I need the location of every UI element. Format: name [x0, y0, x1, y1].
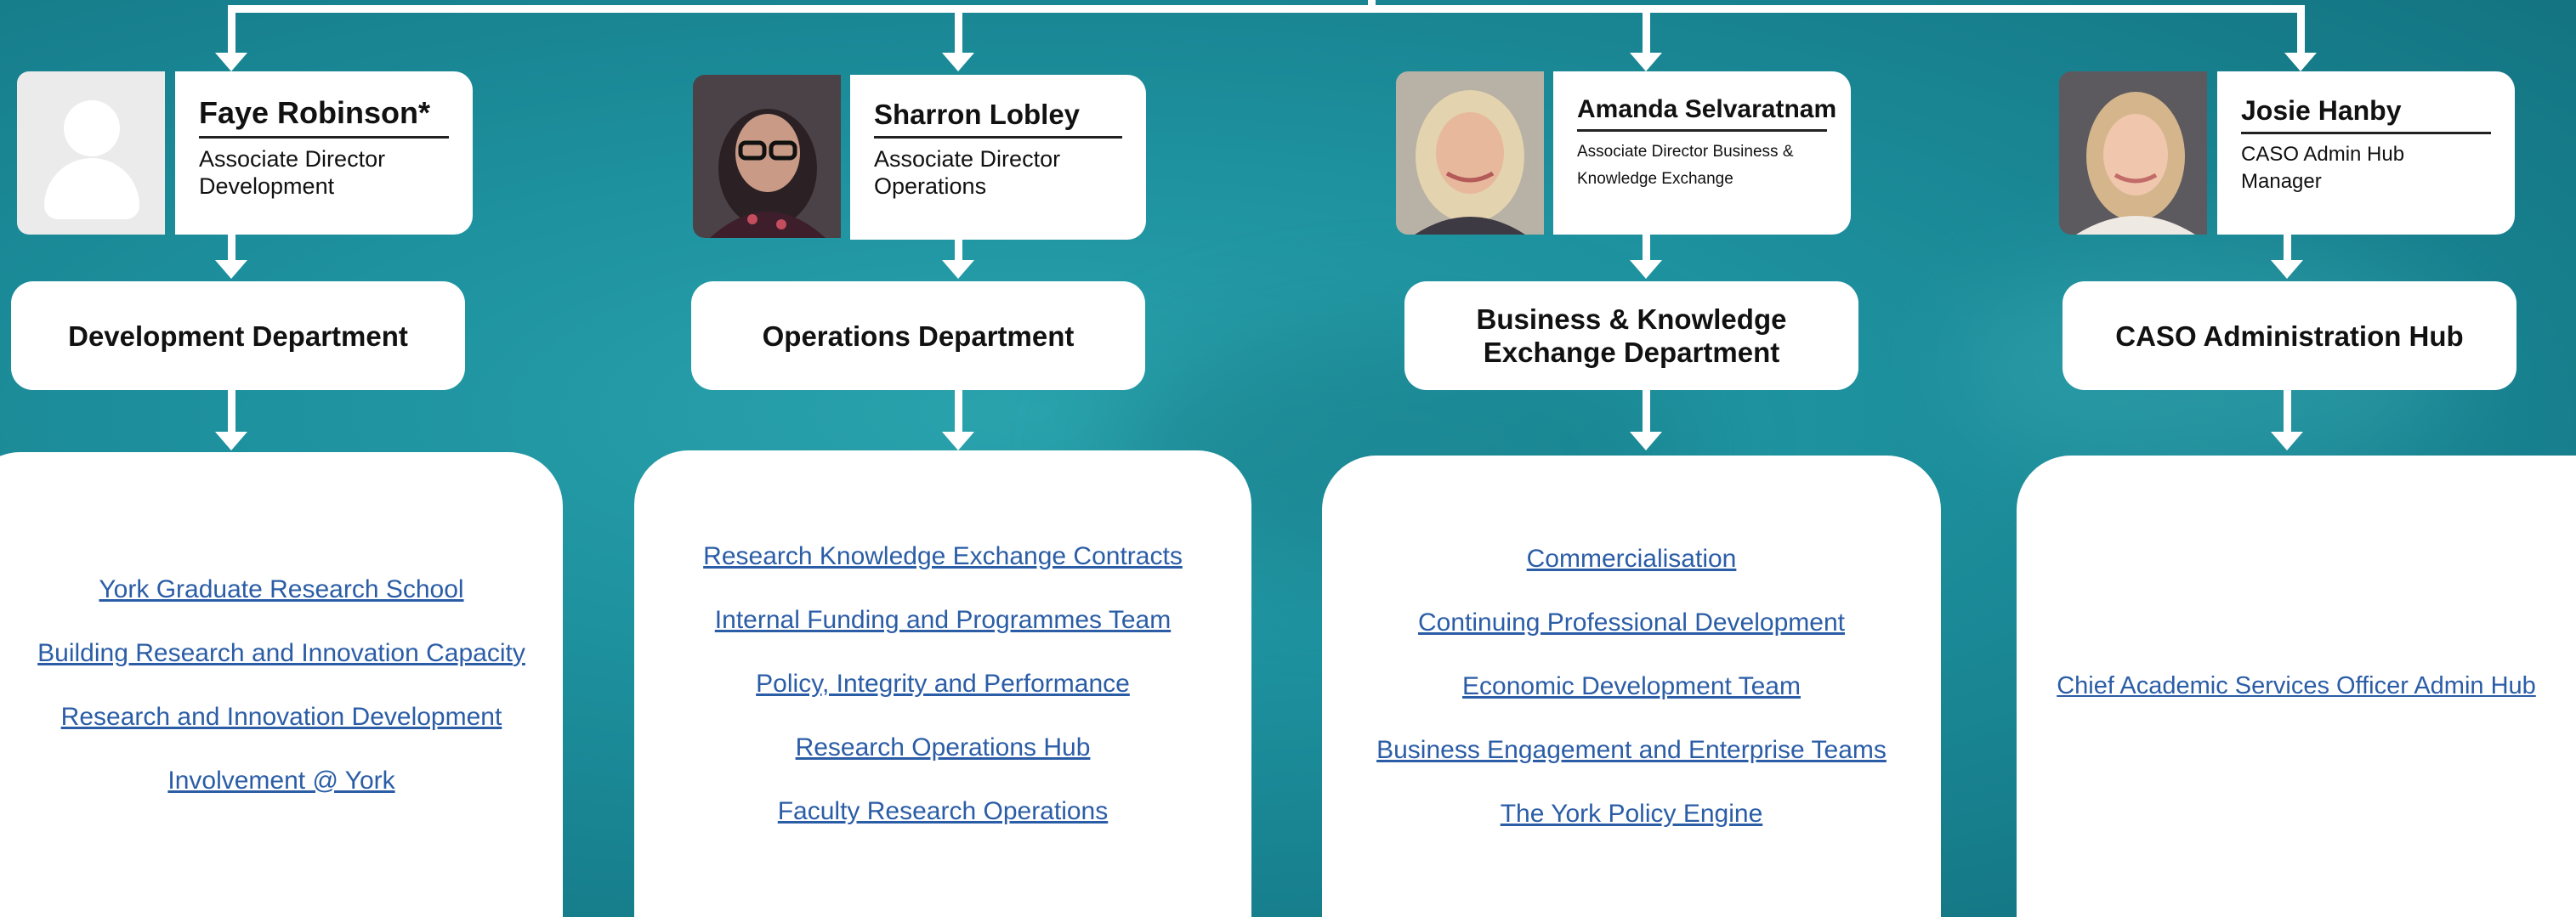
team-link[interactable]: Involvement @ York — [167, 766, 395, 795]
team-list-box: Commercialisation Continuing Professiona… — [1322, 456, 1941, 917]
top-horizontal-connector — [228, 5, 2304, 13]
team-link[interactable]: Policy, Integrity and Performance — [756, 670, 1130, 698]
arrow-down-icon — [1630, 260, 1662, 279]
connector-line — [228, 390, 235, 434]
portrait-image — [1396, 71, 1544, 235]
person-role: CASO Admin Hub Manager — [2241, 141, 2491, 195]
role-line: Operations — [874, 173, 987, 199]
team-link[interactable]: Chief Academic Services Officer Admin Hu… — [2057, 672, 2536, 699]
role-line: Associate Director — [874, 146, 1061, 172]
person-card: Amanda Selvaratnam Associate Director Bu… — [1553, 71, 1851, 235]
team-list-box: Chief Academic Services Officer Admin Hu… — [2017, 456, 2576, 917]
department-title-line: Business & Knowledge — [1476, 303, 1787, 335]
department-title-line: Exchange Department — [1483, 337, 1780, 368]
team-list-box: York Graduate Research School Building R… — [0, 452, 563, 917]
person-name: Sharron Lobley — [874, 99, 1122, 139]
department-title-line: Development Department — [68, 320, 408, 352]
top-root-connector — [1368, 0, 1376, 8]
department-box: Business & Knowledge Exchange Department — [1404, 281, 1858, 390]
person-photo — [2059, 71, 2207, 235]
arrow-down-icon — [1630, 53, 1662, 71]
arrow-down-icon — [215, 260, 247, 279]
role-line: Associate Director Business & — [1577, 143, 1794, 161]
department-title: Business & Knowledge Exchange Department — [1477, 303, 1787, 369]
team-link[interactable]: Faculty Research Operations — [777, 797, 1109, 825]
connector-line — [955, 390, 962, 434]
department-title: CASO Administration Hub — [2115, 320, 2463, 353]
person-card: Josie Hanby CASO Admin Hub Manager — [2217, 71, 2515, 235]
person-role: Associate Director Business & Knowledge … — [1577, 139, 1827, 193]
department-box: Operations Department — [691, 281, 1145, 390]
person-name: Josie Hanby — [2241, 95, 2491, 134]
arrow-down-icon — [942, 432, 974, 450]
person-name: Faye Robinson* — [199, 95, 449, 139]
person-name: Amanda Selvaratnam — [1577, 95, 1836, 132]
team-link[interactable]: Internal Funding and Programmes Team — [714, 606, 1172, 634]
department-box: Development Department — [11, 281, 465, 390]
team-link[interactable]: Commercialisation — [1526, 545, 1737, 573]
department-title-line: CASO Administration Hub — [2115, 320, 2464, 352]
team-link[interactable]: Research Knowledge Exchange Contracts — [703, 542, 1183, 570]
arrow-down-icon — [2271, 260, 2303, 279]
default-avatar-icon — [17, 71, 165, 235]
arrow-down-icon — [215, 53, 247, 71]
person-photo — [1396, 71, 1544, 235]
person-card: Faye Robinson* Associate Director Develo… — [175, 71, 473, 235]
team-link[interactable]: The York Policy Engine — [1500, 800, 1763, 828]
role-line: Knowledge Exchange — [1577, 170, 1733, 188]
connector-line — [955, 238, 962, 260]
connector-line — [2284, 390, 2291, 434]
role-line: Associate Director — [199, 146, 386, 172]
team-link[interactable]: Business Engagement and Enterprise Teams — [1376, 736, 1887, 764]
connector-line — [1643, 5, 1650, 54]
person-photo — [693, 75, 841, 238]
arrow-down-icon — [942, 53, 974, 71]
team-link[interactable]: Economic Development Team — [1462, 672, 1801, 700]
team-link[interactable]: Continuing Professional Development — [1418, 609, 1845, 637]
connector-line — [1643, 390, 1650, 434]
arrow-down-icon — [1630, 432, 1662, 450]
person-role: Associate Director Operations — [874, 145, 1122, 200]
arrow-down-icon — [215, 432, 247, 450]
connector-line — [228, 235, 235, 260]
team-link[interactable]: Research and Innovation Development — [60, 702, 502, 731]
connector-line — [1643, 235, 1650, 260]
portrait-image — [693, 75, 841, 238]
portrait-image — [2059, 71, 2207, 235]
arrow-down-icon — [2284, 53, 2317, 71]
arrow-down-icon — [2271, 432, 2303, 450]
department-title-line: Operations Department — [762, 320, 1075, 352]
connector-line — [955, 5, 962, 54]
department-title: Operations Department — [763, 320, 1075, 353]
arrow-down-icon — [942, 260, 974, 279]
team-link[interactable]: Research Operations Hub — [795, 733, 1091, 761]
team-link[interactable]: Building Research and Innovation Capacit… — [37, 638, 525, 667]
role-line: Manager — [2241, 170, 2322, 193]
role-line: CASO Admin Hub — [2241, 143, 2405, 166]
connector-line — [2284, 235, 2291, 260]
team-list-box: Research Knowledge Exchange Contracts In… — [634, 450, 1251, 917]
department-title: Development Department — [68, 320, 408, 353]
role-line: Development — [199, 173, 335, 199]
team-link[interactable]: York Graduate Research School — [99, 575, 464, 603]
person-photo — [17, 71, 165, 235]
person-role: Associate Director Development — [199, 145, 449, 200]
department-box: CASO Administration Hub — [2063, 281, 2516, 390]
person-card: Sharron Lobley Associate Director Operat… — [850, 75, 1146, 240]
connector-line — [2297, 5, 2305, 54]
connector-line — [228, 5, 235, 54]
